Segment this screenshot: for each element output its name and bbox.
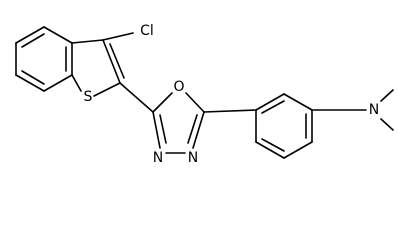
double-bond — [261, 100, 285, 114]
bond — [15, 26, 45, 44]
bond — [283, 141, 313, 159]
bond — [15, 74, 45, 92]
bond — [71, 39, 104, 44]
atom-label-n: N — [153, 150, 163, 166]
atom-label-o: O — [173, 79, 184, 95]
benzo-ring — [15, 26, 73, 92]
double-bond — [261, 138, 285, 152]
bond — [152, 111, 161, 149]
bond — [102, 32, 134, 41]
bond — [71, 74, 82, 92]
double-bond — [109, 43, 125, 79]
bond — [119, 82, 154, 113]
atom-label-n: N — [369, 102, 379, 118]
bond — [380, 89, 394, 102]
bond — [203, 109, 257, 113]
double-bond — [187, 114, 198, 144]
double-bond — [21, 70, 45, 85]
molecule-structure-diagram: Cl S O N N N — [15, 23, 394, 166]
bond — [380, 118, 394, 131]
bond — [152, 92, 173, 113]
bond — [43, 26, 73, 44]
phenyl-ring — [255, 93, 313, 159]
bond — [43, 74, 73, 92]
bond — [255, 93, 285, 111]
bond — [192, 111, 205, 149]
bond — [185, 92, 205, 113]
thiophene-ring — [71, 32, 134, 97]
bond — [102, 39, 121, 84]
bond — [283, 93, 313, 111]
dimethylamino-group — [311, 89, 394, 131]
atom-label-n: N — [188, 150, 198, 166]
atom-label-s: S — [84, 89, 93, 105]
double-bond — [159, 114, 167, 144]
oxadiazole-ring — [152, 92, 205, 154]
bond — [93, 82, 121, 97]
bond — [255, 141, 285, 159]
atom-label-cl: Cl — [140, 23, 154, 39]
double-bond — [21, 33, 45, 48]
